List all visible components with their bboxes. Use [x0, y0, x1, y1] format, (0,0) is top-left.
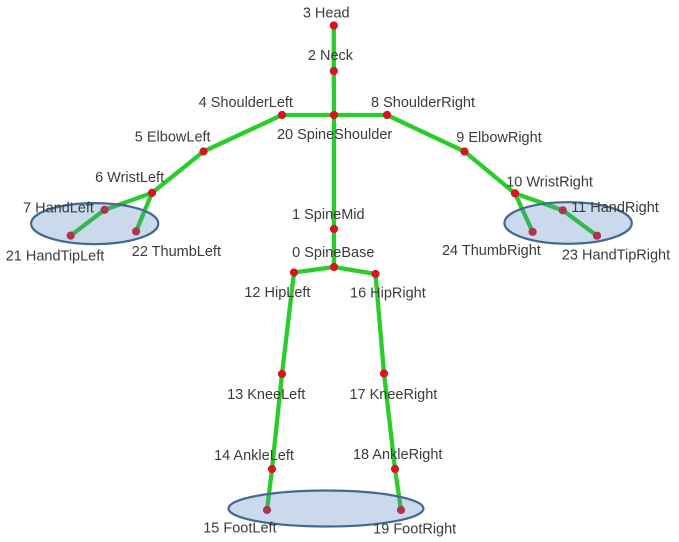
svg-text:0 SpineBase: 0 SpineBase — [292, 245, 374, 261]
svg-text:8 ShoulderRight: 8 ShoulderRight — [371, 95, 475, 111]
svg-text:2 Neck: 2 Neck — [308, 48, 354, 64]
svg-text:22 ThumbLeft: 22 ThumbLeft — [132, 244, 221, 260]
svg-text:20 SpineShoulder: 20 SpineShoulder — [277, 127, 392, 143]
svg-text:4 ShoulderLeft: 4 ShoulderLeft — [199, 95, 293, 111]
svg-text:1 SpineMid: 1 SpineMid — [292, 207, 365, 223]
svg-text:7 HandLeft: 7 HandLeft — [23, 200, 94, 216]
svg-text:23 HandTipRight: 23 HandTipRight — [562, 247, 670, 263]
svg-text:6 WristLeft: 6 WristLeft — [95, 170, 164, 186]
svg-text:5 ElbowLeft: 5 ElbowLeft — [135, 129, 211, 145]
svg-text:13 KneeLeft: 13 KneeLeft — [227, 387, 305, 403]
svg-text:14 AnkleLeft: 14 AnkleLeft — [214, 448, 294, 464]
svg-text:11 HandRight: 11 HandRight — [571, 200, 659, 216]
svg-text:9 ElbowRight: 9 ElbowRight — [456, 130, 541, 146]
svg-text:3 Head: 3 Head — [303, 6, 350, 22]
svg-text:17 KneeRight: 17 KneeRight — [349, 387, 437, 403]
svg-text:12 HipLeft: 12 HipLeft — [244, 285, 310, 301]
svg-text:15 FootLeft: 15 FootLeft — [203, 521, 276, 537]
svg-text:21 HandTipLeft: 21 HandTipLeft — [6, 249, 105, 265]
svg-text:18 AnkleRight: 18 AnkleRight — [353, 447, 442, 463]
svg-text:16 HipRight: 16 HipRight — [350, 286, 426, 302]
svg-text:19 FootRight: 19 FootRight — [373, 522, 456, 538]
svg-text:24 ThumbRight: 24 ThumbRight — [442, 243, 541, 259]
svg-text:10 WristRight: 10 WristRight — [506, 174, 593, 190]
